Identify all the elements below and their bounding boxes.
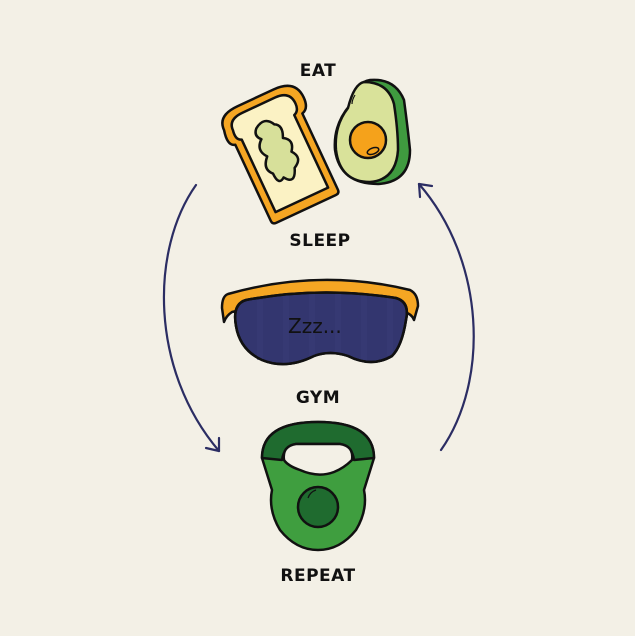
sleep-mask-icon: Zzz... (220, 278, 420, 366)
right-arrow-icon (417, 182, 475, 452)
left-arrow-icon (162, 183, 221, 453)
sleep-mask-text: Zzz... (288, 314, 342, 338)
label-sleep: SLEEP (289, 231, 351, 251)
label-eat: EAT (299, 61, 337, 81)
avocado-icon (333, 78, 412, 186)
toast-icon (221, 84, 340, 225)
label-gym: GYM (295, 388, 341, 408)
label-repeat: REPEAT (280, 566, 356, 586)
kettlebell-icon (260, 420, 376, 552)
